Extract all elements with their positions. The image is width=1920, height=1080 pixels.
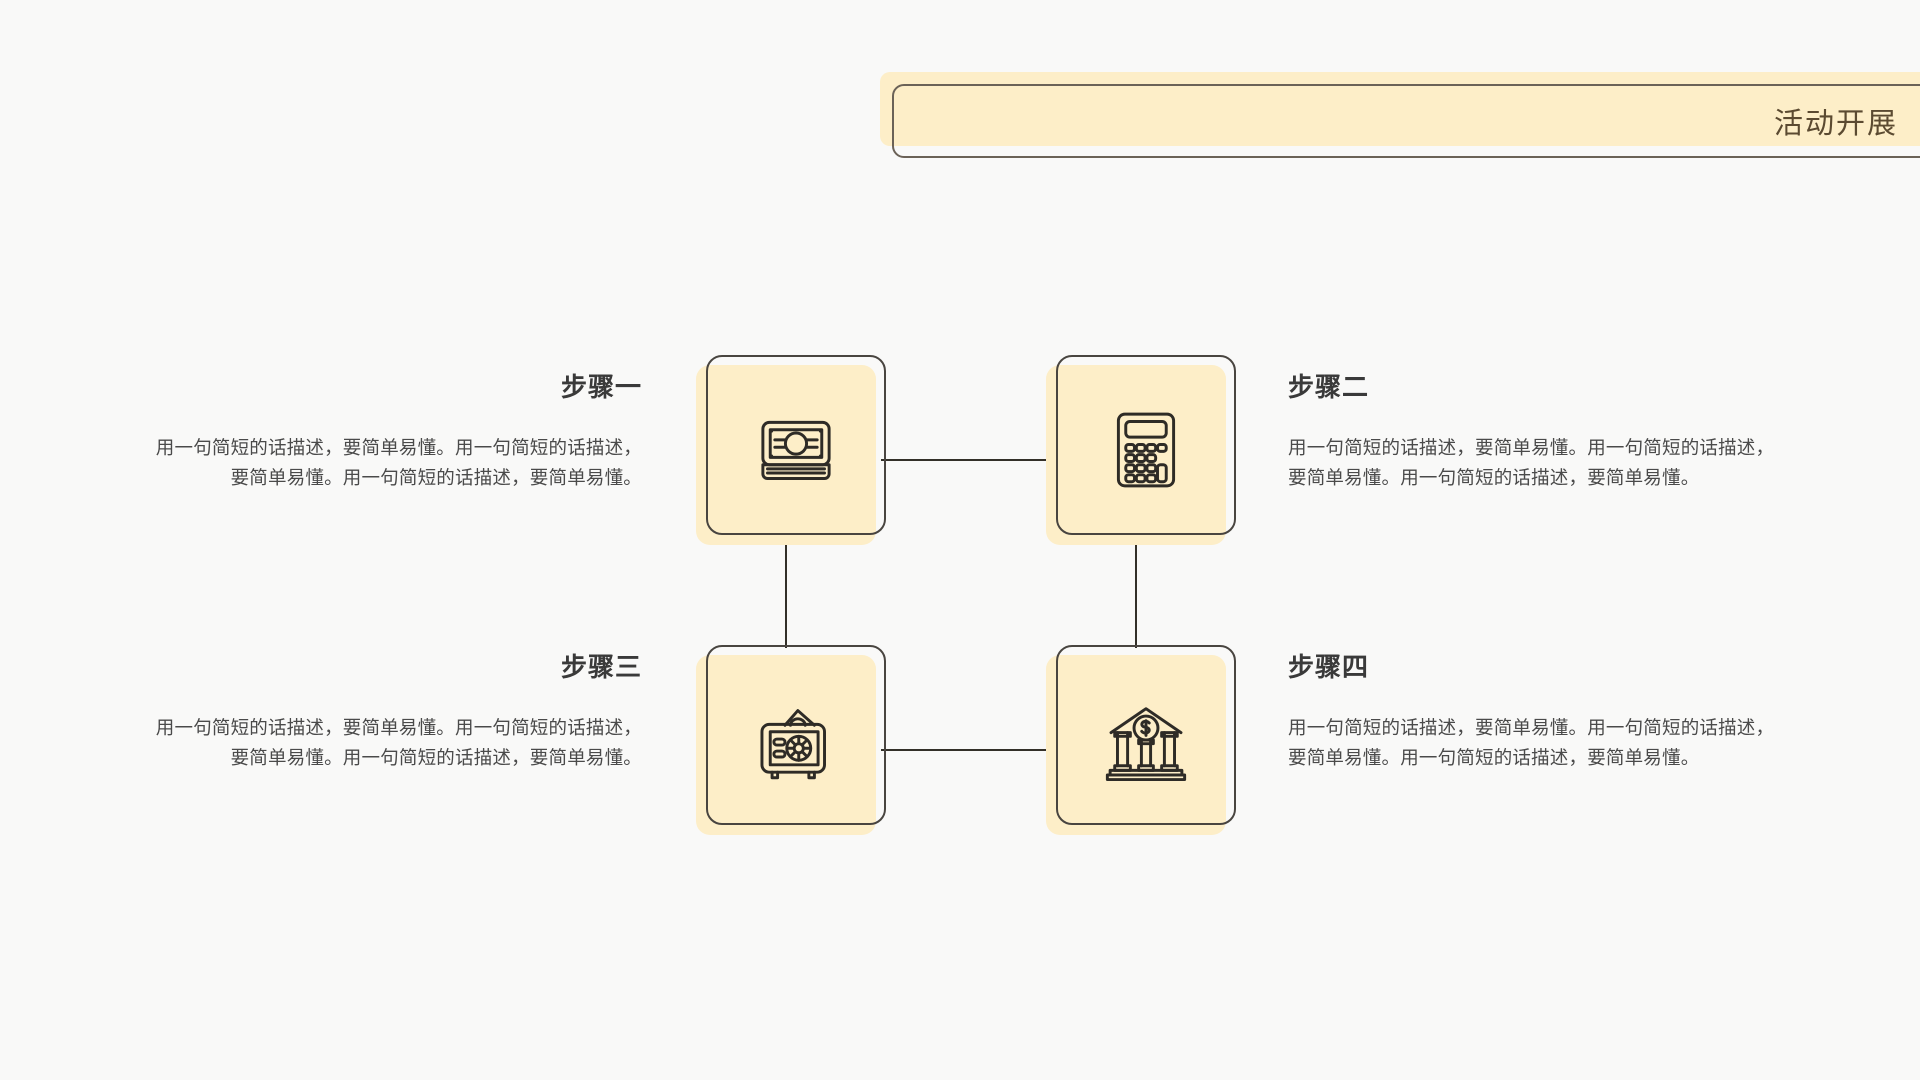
step-text-2: 步骤二 用一句简短的话描述，要简单易懂。用一句简短的话描述，要简单易懂。用一句简… <box>1288 372 1780 493</box>
step-title-1: 步骤一 <box>560 372 642 402</box>
step-description-2: 用一句简短的话描述，要简单易懂。用一句简短的话描述，要简单易懂。用一句简短的话描… <box>1288 437 1775 489</box>
card-fill-shape <box>1046 655 1226 835</box>
connector-step1-step2 <box>881 459 1057 461</box>
step-description-4: 用一句简短的话描述，要简单易懂。用一句简短的话描述，要简单易懂。用一句简短的话描… <box>1288 717 1775 769</box>
step-text-4: 步骤四 用一句简短的话描述，要简单易懂。用一句简短的话描述，要简单易懂。用一句简… <box>1288 652 1780 773</box>
card-outline-shape <box>706 355 886 535</box>
calculator-icon <box>1056 360 1236 540</box>
card-outline-shape <box>706 645 886 825</box>
step-text-1: 步骤一 用一句简短的话描述，要简单易懂。用一句简短的话描述，要简单易懂。用一句简… <box>150 372 642 493</box>
step-text-3: 步骤三 用一句简短的话描述，要简单易懂。用一句简短的话描述，要简单易懂。用一句简… <box>150 652 642 773</box>
connector-step1-step3 <box>785 540 787 648</box>
step-title-4: 步骤四 <box>1288 652 1370 682</box>
connector-step2-step4 <box>1135 540 1137 648</box>
banner-outline-shape <box>892 84 1920 158</box>
step-description-1: 用一句简短的话描述，要简单易懂。用一句简短的话描述，要简单易懂。用一句简短的话描… <box>155 437 642 489</box>
card-outline-shape <box>1056 355 1236 535</box>
step-card-4[interactable] <box>1046 645 1236 835</box>
bank-building-icon <box>1056 650 1236 830</box>
page-title: 活动开展 <box>1773 108 1898 140</box>
header-banner: 活动开展 <box>880 72 1920 158</box>
step-card-2[interactable] <box>1046 355 1236 545</box>
step-title-3: 步骤三 <box>560 652 642 682</box>
step-title-2: 步骤二 <box>1288 372 1370 402</box>
safe-vault-icon <box>706 650 886 830</box>
step-description-3: 用一句简短的话描述，要简单易懂。用一句简短的话描述，要简单易懂。用一句简短的话描… <box>155 717 642 769</box>
connector-step3-step4 <box>881 749 1057 751</box>
step-card-1[interactable] <box>696 355 886 545</box>
step-card-3[interactable] <box>696 645 886 835</box>
banknote-cash-icon <box>706 360 886 540</box>
card-outline-shape <box>1056 645 1236 825</box>
card-fill-shape <box>696 365 876 545</box>
